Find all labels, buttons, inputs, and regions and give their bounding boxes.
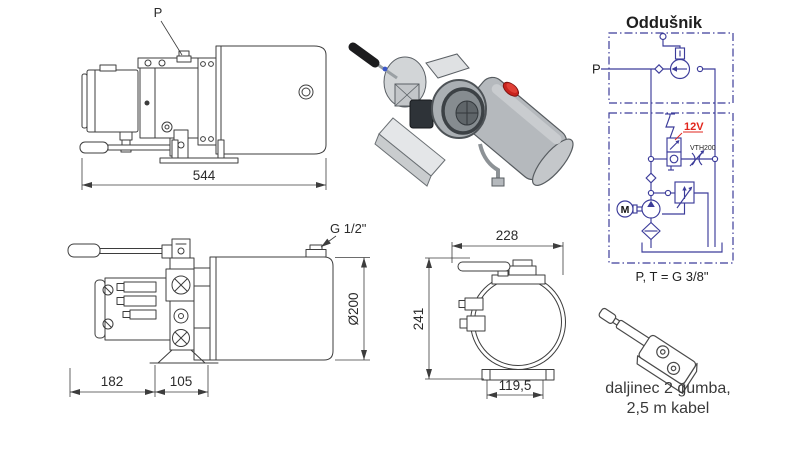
- schematic-title: Oddušnik: [626, 14, 703, 32]
- render-motor-pump: [383, 53, 487, 139]
- side-view2-geometry: [67, 238, 334, 364]
- dim-182: 182: [101, 374, 124, 389]
- remote-body: [598, 307, 698, 394]
- throttle-model-label: VTH200: [690, 145, 716, 152]
- dim-544: 544: [193, 168, 216, 183]
- isometric-render: [348, 42, 574, 187]
- side-view-drawing-top: P 544: [79, 5, 327, 190]
- dim-228: 228: [496, 228, 519, 243]
- port-junction: [696, 65, 704, 73]
- throttle-valve-symbol: [689, 150, 705, 167]
- front-view-geometry: [457, 259, 566, 381]
- ports-thread-note: P, T = G 3/8": [636, 269, 709, 284]
- hand-pump-symbol: [669, 47, 691, 80]
- check-valve-main: [645, 172, 657, 184]
- port-p-label: P: [154, 5, 163, 20]
- front-view-drawing: 228 241 119,5: [411, 228, 566, 399]
- hand-pump-section-box: [608, 32, 734, 104]
- remote-caption-line2: 2,5 m kabel: [627, 400, 710, 417]
- hydraulic-schematic: Oddušnik P: [592, 14, 734, 284]
- voltage-leader: [674, 132, 683, 141]
- side-view-drawing-dimensioned: G 1/2" Ø200 182 105: [67, 221, 370, 397]
- relief-valve-symbol: [662, 181, 709, 247]
- render-hand-lever: [348, 42, 398, 80]
- motor-letter: M: [621, 204, 630, 216]
- check-valve-left: [653, 63, 665, 75]
- dim-119-5: 119,5: [499, 378, 532, 393]
- tank-symbol: [641, 242, 723, 253]
- dim-241: 241: [411, 308, 426, 331]
- solenoid-valve-symbol: [665, 113, 682, 171]
- schematic-port-p: P: [592, 62, 601, 77]
- solenoid-voltage-label: 12V: [684, 121, 704, 133]
- remote-control-drawing: daljinec 2 gumba, 2,5 m kabel: [598, 307, 731, 417]
- tank-diameter-dim: Ø200: [346, 292, 361, 325]
- port-p-leader: [160, 20, 183, 56]
- fitting-g12-label: G 1/2": [330, 221, 367, 236]
- render-pipe: [478, 143, 505, 187]
- breather-port: [659, 32, 667, 41]
- remote-caption-line1: daljinec 2 gumba,: [605, 380, 730, 397]
- dim-105: 105: [170, 374, 193, 389]
- motor-pump-symbol: [616, 199, 661, 219]
- power-unit-section-box: [608, 112, 734, 264]
- filler-plug: [309, 244, 323, 250]
- render-bracket: [374, 117, 446, 187]
- side-view-geometry: [79, 45, 327, 164]
- fitting-leader: [320, 235, 337, 248]
- filler-cap-circle: [298, 84, 314, 100]
